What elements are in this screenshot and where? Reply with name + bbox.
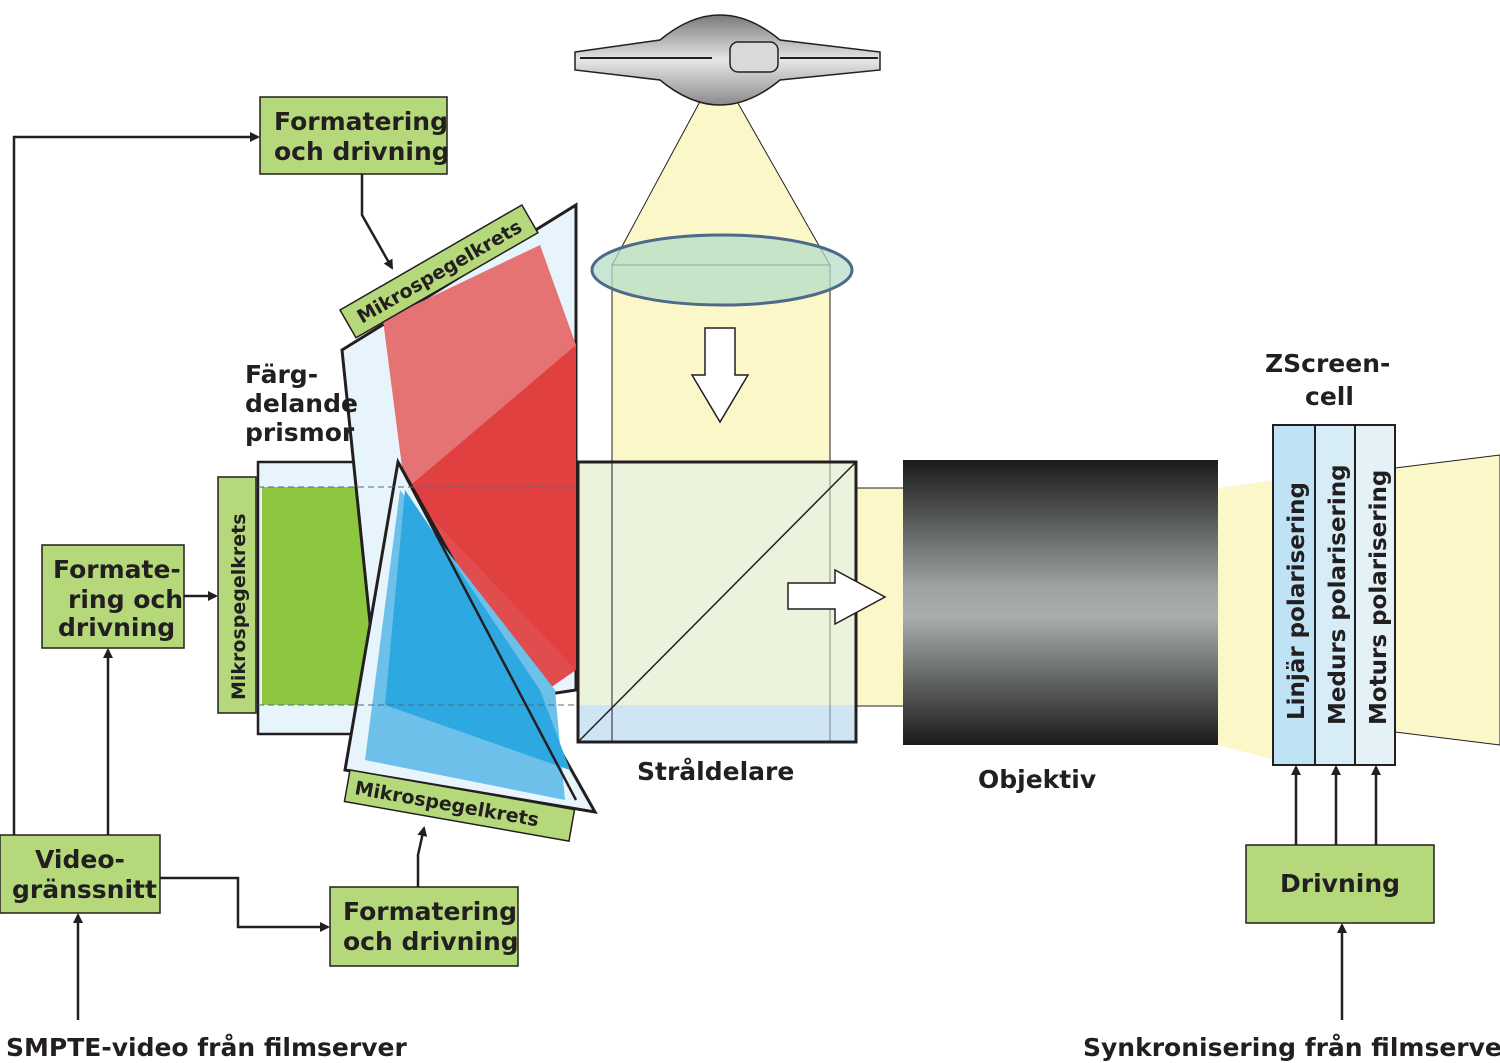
svg-text:drivning: drivning — [58, 613, 175, 642]
svg-text:delande: delande — [245, 389, 358, 418]
prism-label: Färg- delande prismor — [245, 360, 358, 447]
svg-text:Video-: Video- — [35, 845, 125, 874]
smpte-source-label: SMPTE-video från filmserver — [6, 1033, 407, 1062]
color-splitting-prisms — [256, 202, 598, 814]
zscreen-label: ZScreen- cell — [1265, 349, 1390, 411]
zscreen-cell: Linjär polarisering Medurs polarisering … — [1272, 424, 1396, 766]
video-interface-box: Video- gränssnitt — [0, 834, 161, 914]
svg-text:ZScreen-: ZScreen- — [1265, 349, 1390, 378]
lamp-icon — [574, 14, 881, 106]
beam-splitter — [576, 460, 858, 744]
drive-box: Drivning — [1245, 844, 1435, 924]
beam-splitter-label: Stråldelare — [637, 757, 794, 786]
svg-text:Drivning: Drivning — [1280, 869, 1400, 898]
svg-text:och drivning: och drivning — [343, 927, 519, 956]
pol-layer-1: Linjär polarisering — [1284, 482, 1310, 720]
svg-text:Formate-: Formate- — [53, 555, 181, 584]
svg-text:och drivning: och drivning — [274, 137, 450, 166]
output-light-beam — [1218, 480, 1275, 760]
svg-text:Formatering: Formatering — [274, 107, 448, 136]
micromirror-chip-left: Mikrospegelkrets — [217, 476, 257, 714]
sync-source-label: Synkronisering från filmserver — [1083, 1033, 1500, 1062]
condenser-lens — [590, 233, 854, 307]
format-drive-box-bottom: Formatering och drivning — [329, 886, 519, 967]
lens-label: Objektiv — [978, 765, 1096, 794]
svg-text:cell: cell — [1305, 382, 1354, 411]
down-arrow-icon — [690, 327, 750, 424]
svg-text:Mikrospegelkrets: Mikrospegelkrets — [228, 513, 250, 700]
projection-lens — [903, 460, 1218, 745]
svg-text:gränssnitt: gränssnitt — [12, 875, 157, 904]
right-arrow-icon — [787, 568, 887, 626]
svg-text:Färg-: Färg- — [245, 360, 318, 389]
format-drive-box-top: Formatering och drivning — [259, 96, 450, 175]
svg-text:ring och: ring och — [68, 585, 183, 614]
svg-text:prismor: prismor — [245, 418, 355, 447]
svg-text:Formatering: Formatering — [343, 897, 517, 926]
pol-layer-3: Moturs polarisering — [1366, 470, 1392, 725]
exit-light-beam — [1394, 454, 1500, 746]
pol-layer-2: Medurs polarisering — [1325, 464, 1351, 725]
format-drive-box-left: Formate- ring och drivning — [41, 544, 185, 649]
connector-lines — [12, 132, 1381, 1020]
